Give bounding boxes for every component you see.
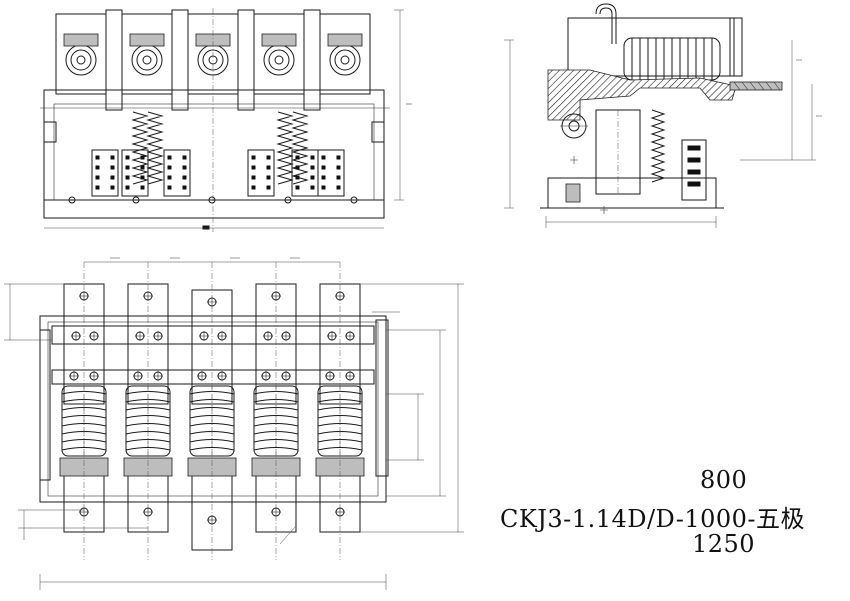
caption-current-1250: 1250: [692, 530, 756, 558]
caption-current-800: 800: [700, 466, 748, 494]
front-view: [40, 8, 404, 232]
front-springs: [132, 111, 308, 185]
plan-view: [4, 261, 464, 590]
side-view: [504, 3, 816, 228]
front-aux-blocks: [91, 149, 345, 197]
dimension-ticks: [110, 59, 822, 259]
caption-model-number: CKJ3-1.14D/D-1000-五极: [500, 505, 806, 533]
